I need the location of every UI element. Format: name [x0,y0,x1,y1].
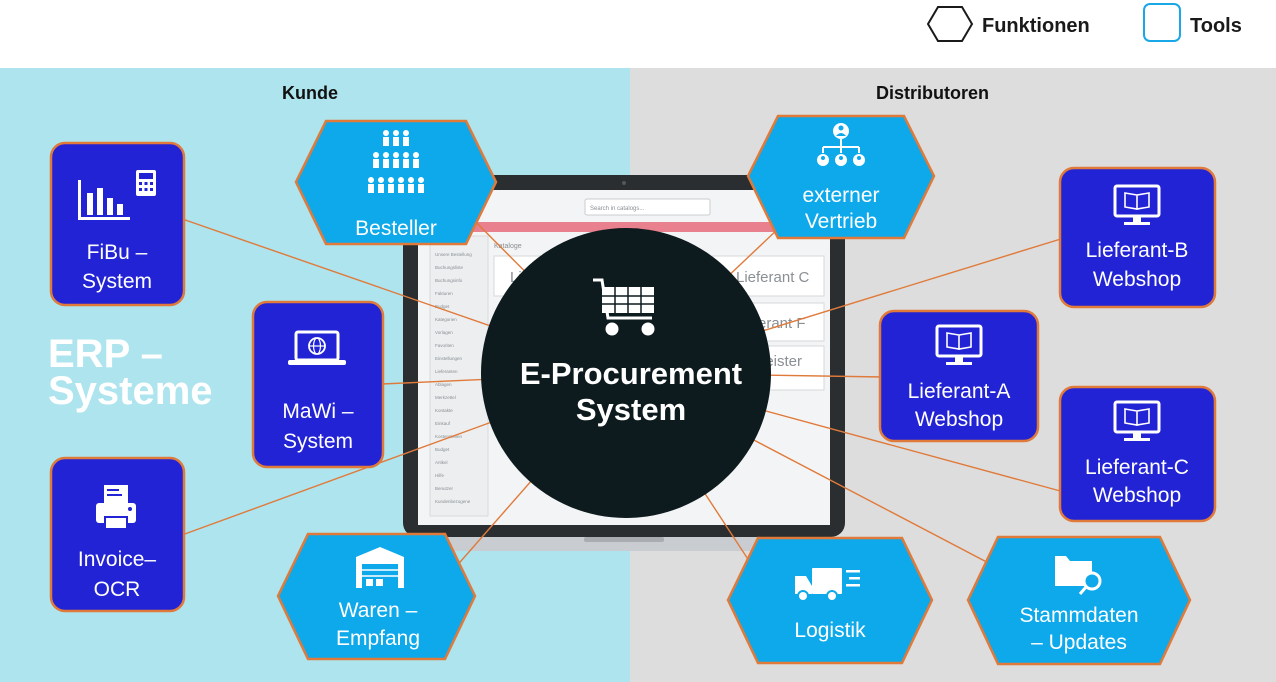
sidebar-item: Benutzer [435,486,454,491]
sidebar-item: Fakturen [435,291,453,296]
tool-lief-c-line-1: Lieferant-C [1085,456,1189,479]
laptop-card-label: erant F [758,315,806,332]
folder-search-icon [1055,556,1102,595]
function-besteller[interactable]: Besteller [294,119,498,246]
tool-lief-a-box [878,309,1040,443]
sidebar-item: Merkzettel [435,395,456,400]
tool-fibu-line-2: System [82,270,152,293]
legend-square-icon [1143,3,1181,42]
sidebar-item: Buchungsinfo [435,278,463,283]
function-besteller-hexagon [294,119,498,246]
function-vertrieb-line-1: externer [802,184,879,207]
sidebar-item: Favoriten [435,343,454,348]
tool-lieferant-b-webshop[interactable]: Lieferant-B Webshop [1058,166,1217,309]
org-chart-icon [817,123,865,166]
function-logistik[interactable]: Logistik [726,536,934,665]
sidebar-item: Kostenstellen [435,434,463,439]
legend-functions-label: Funktionen [982,15,1090,37]
tool-fibu-line-1: FiBu – [87,241,148,264]
tool-lief-b-line-2: Webshop [1093,268,1181,291]
tool-mawi-system[interactable]: MaWi – System [251,300,385,469]
erp-line-2: Systeme [48,369,213,413]
function-stammdaten-line-1: Stammdaten [1019,604,1138,627]
function-waren-hexagon [276,532,477,661]
distributor-title: Distributoren [876,83,989,103]
tool-lieferant-c-webshop[interactable]: Lieferant-C Webshop [1058,385,1217,523]
sidebar-item: Vorlagen [435,330,453,335]
shopping-cart-icon [593,278,655,336]
tool-invoice-box [49,456,186,613]
function-logistik-label: Logistik [794,619,866,642]
legend: Funktionen Tools [926,3,1242,42]
warehouse-icon [356,547,404,588]
laptop-card-label: leister [762,353,802,370]
sidebar-item: Unsere Bestellung [435,252,472,257]
laptop-notch [584,537,664,542]
laptop-search-field [584,198,711,216]
function-waren-line-2: Empfang [336,627,420,650]
tool-mawi-box [251,300,385,469]
monitor-book-icon [1113,184,1161,225]
sidebar-item: Einkauf [435,421,451,426]
tool-invoice-ocr[interactable]: Invoice– OCR [49,456,186,613]
tool-invoice-line-2: OCR [94,578,141,601]
sidebar-item: Kundenbezogene [435,499,471,504]
sidebar-item: Ablagen [435,382,452,387]
function-vertrieb-line-2: Vertrieb [805,210,877,233]
legend-hexagon-icon [926,6,974,42]
laptop-base [385,537,863,551]
laptop-red-bar [418,222,830,232]
tool-mawi-line-2: System [283,430,353,453]
center-eprocurement-node: E-Procurement System [481,228,771,518]
sidebar-item: Budget [435,447,450,452]
monitor-book-icon [935,324,983,365]
sidebar-item: Kontakte [435,408,453,413]
function-waren-line-1: Waren – [339,599,418,622]
people-group-icon [368,130,424,193]
tool-mawi-line-1: MaWi – [282,400,353,423]
tool-lieferant-a-webshop[interactable]: Lieferant-A Webshop [878,309,1040,443]
function-waren-empfang[interactable]: Waren – Empfang [276,532,477,661]
function-vertrieb-hexagon [746,114,936,240]
tool-lief-c-line-2: Webshop [1093,484,1181,507]
function-stammdaten-hexagon [966,535,1192,666]
tool-lief-a-line-1: Lieferant-A [908,380,1011,403]
laptop-card-label: Lieferant C [736,269,810,286]
tool-lief-a-line-2: Webshop [915,408,1003,431]
laptop-search-placeholder: Search in catalogs... [590,206,645,212]
center-circle [481,228,771,518]
center-title-line-1: E-Procurement [520,356,742,391]
tool-fibu-system[interactable]: FiBu – System [49,141,186,307]
function-besteller-label: Besteller [355,217,437,240]
legend-tools-label: Tools [1190,15,1242,37]
laptop-camera [622,181,626,185]
sidebar-item: Lieferanten [435,369,458,374]
tool-invoice-line-1: Invoice– [78,548,157,571]
erp-line-1: ERP – [48,332,163,376]
printer-icon [96,485,136,528]
function-stammdaten-line-2: – Updates [1031,631,1127,654]
center-title-line-2: System [576,392,686,427]
laptop-sidebar-items: Unsere Bestellung Buchungsliste Buchungs… [435,252,472,504]
sidebar-item: Budget [435,304,450,309]
tool-lief-b-line-1: Lieferant-B [1086,239,1189,262]
function-stammdaten-updates[interactable]: Stammdaten – Updates [966,535,1192,666]
tool-lief-b-box [1058,166,1217,309]
delivery-truck-icon [795,568,860,602]
sidebar-item: Kategorien [435,317,457,322]
laptop-catalog-header: Kataloge [494,243,522,250]
sidebar-item: Buchungsliste [435,265,464,270]
function-externer-vertrieb[interactable]: externer Vertrieb [746,114,936,240]
sidebar-item: Einstellungen [435,356,463,361]
laptop-globe-icon [288,330,346,365]
customer-title: Kunde [282,83,338,103]
bar-chart-calculator-icon [78,170,156,220]
tool-lief-c-box [1058,385,1217,523]
monitor-book-icon [1113,400,1161,441]
sidebar-item: Hilfe [435,473,444,478]
sidebar-item: Artikel [435,460,448,465]
